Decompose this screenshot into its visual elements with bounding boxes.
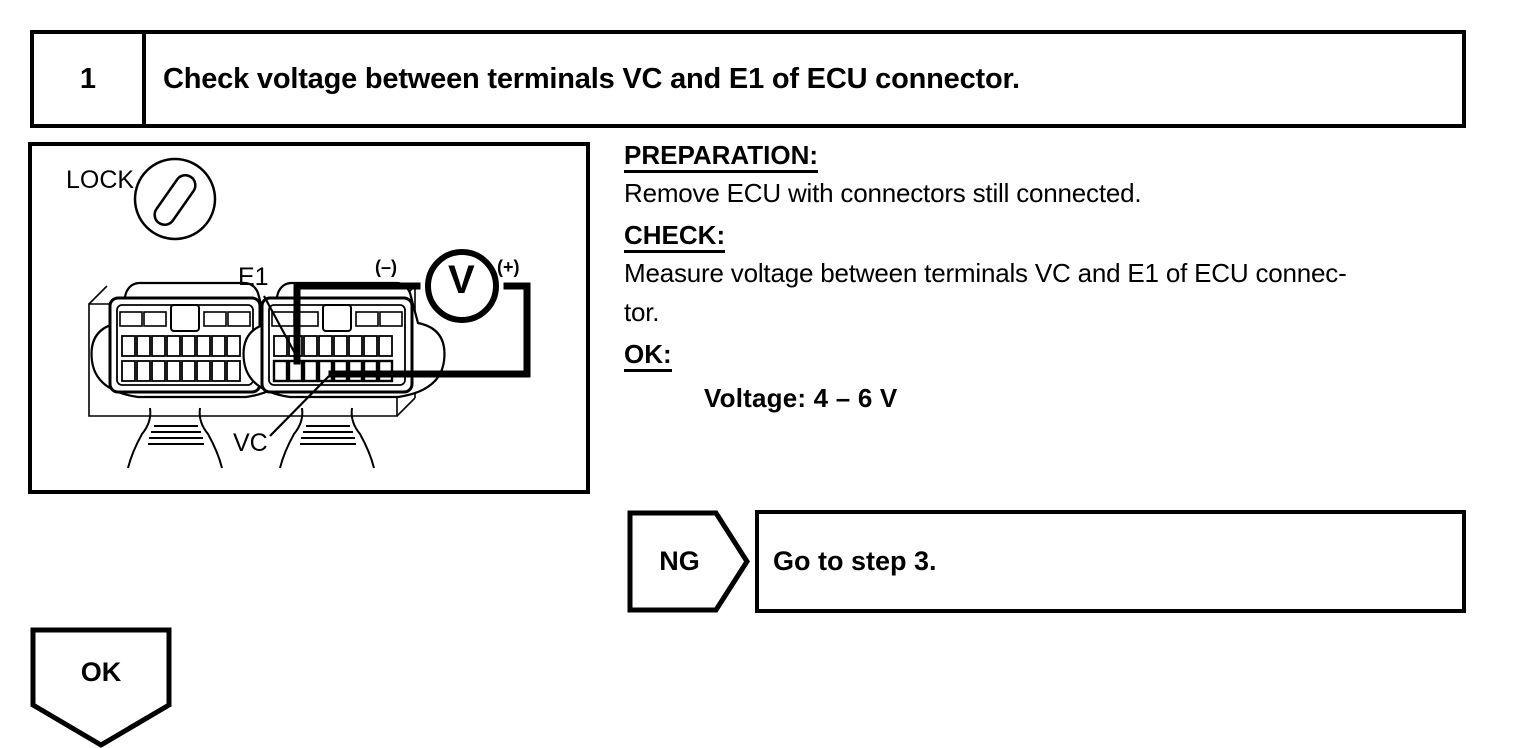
ok-specification-value: Voltage: 4 – 6 V [704, 382, 898, 413]
ng-result-row: NG Go to step 3. [627, 510, 1466, 613]
ecu-connector-diagram [88, 157, 531, 469]
ng-tag-label: NG [659, 546, 700, 576]
voltmeter-test-leads [293, 282, 531, 378]
probe-positive-label: (+) [497, 257, 520, 277]
terminal-label-vc: VC [233, 429, 268, 457]
ng-pentagon-shape [627, 510, 750, 613]
voltmeter-icon [425, 249, 499, 323]
ok-heading: OK: [624, 341, 1484, 372]
step-number-cell: 1 [34, 34, 146, 124]
check-text-line-1: Measure voltage between terminals VC and… [624, 257, 1347, 288]
preparation-text: Remove ECU with connectors still connect… [624, 178, 1142, 208]
check-text-line-2: tor. [624, 297, 660, 328]
step-header-bar: 1 Check voltage between terminals VC and… [30, 30, 1466, 128]
step-title: Check voltage between terminals VC and E… [163, 62, 1020, 95]
probe-negative-label: (–) [375, 257, 397, 277]
preparation-heading: PREPARATION: [624, 142, 1484, 173]
ng-action-box: Go to step 3. [755, 510, 1466, 613]
ng-tag: NG [627, 510, 750, 613]
voltmeter-letter: V [448, 258, 475, 302]
step-title-cell: Check voltage between terminals VC and E… [146, 34, 1462, 124]
illustration-panel: LOCK E1 VC (–) (+) V [28, 142, 590, 494]
ng-action-label: Go to step 3. [773, 546, 937, 576]
terminal-leader-lines [263, 295, 330, 437]
ignition-lock-cylinder-icon [133, 157, 217, 241]
terminal-label-e1: E1 [238, 263, 269, 291]
ok-down-arrow-shape [30, 627, 172, 748]
instructions-column: PREPARATION: Remove ECU with connectors … [624, 142, 1484, 414]
lock-label: LOCK [66, 166, 135, 194]
step-number: 1 [79, 62, 97, 95]
ok-tag: OK [30, 627, 172, 748]
ok-tag-label: OK [80, 656, 122, 687]
check-heading: CHECK: [624, 222, 1484, 253]
ecu-connector-left [90, 281, 294, 469]
